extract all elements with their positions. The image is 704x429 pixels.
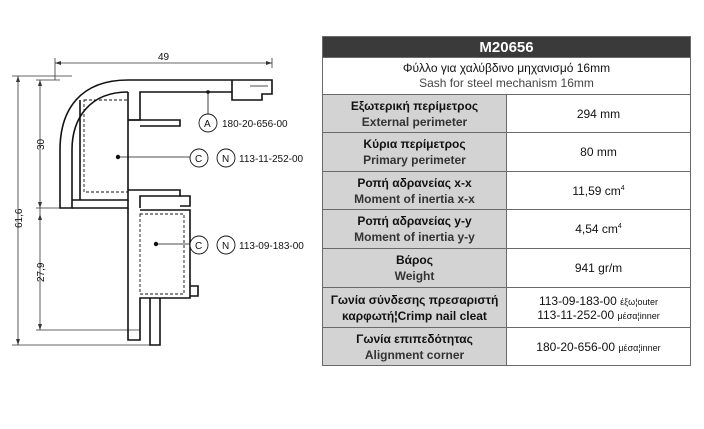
label-greek: Κύρια περίμετρος	[363, 137, 466, 151]
spec-value: 941 gr/m	[506, 248, 691, 288]
label-greek: Γωνία επιπεδότητας	[356, 331, 473, 346]
callout-a-code: 180-20-656-00	[222, 119, 288, 130]
spec-value: 80 mm	[506, 132, 691, 172]
label-english: Moment of inertia y-y	[354, 230, 475, 244]
callout-c2-code: 113-09-183-00	[239, 241, 304, 252]
spec-value-exponent: 4	[617, 223, 622, 230]
spec-row: Εξωτερική περίμετρος External perimeter …	[322, 94, 691, 133]
label-english: External perimeter	[361, 114, 468, 129]
title-row: Φύλλο για χαλύβδινο μηχανισμό 16mm Sash …	[322, 57, 691, 95]
dim-top-label: 30	[36, 138, 47, 150]
title-greek: Φύλλο για χαλύβδινο μηχανισμό 16mm	[402, 61, 611, 75]
label-greek: Γωνία σύνδεσης πρεσαριστή	[330, 292, 499, 307]
alignment-row: Γωνία επιπεδότητας Alignment corner 180-…	[322, 327, 691, 366]
spec-value-exponent: 4	[620, 184, 625, 192]
callout-crimp-outer: C N 113-09-183-00	[156, 235, 304, 255]
height-total-dimension: 61,6	[12, 75, 150, 346]
callout-a-letter: A	[204, 119, 211, 130]
dim-width-label: 49	[158, 52, 170, 63]
title-english: Sash for steel mechanism 16mm	[419, 76, 594, 90]
crimp-row: Γωνία σύνδεσης πρεσαριστή καρφωτή¦Crimp …	[322, 287, 691, 328]
label-greek: Ροπή αδρανείας x-x	[357, 175, 472, 190]
label-greek: Βάρος	[395, 253, 434, 267]
spec-value: 4,54 cm	[575, 222, 618, 236]
label-mixed: καρφωτή¦Crimp nail cleat	[342, 308, 487, 323]
label-greek: Ροπή αδρανείας y-y	[357, 214, 472, 228]
spec-row: Βάρος Weight 941 gr/m	[322, 248, 691, 288]
label-english: Weight	[394, 269, 435, 283]
callout-n2-letter: N	[222, 241, 229, 252]
width-dimension: 49	[54, 52, 273, 80]
product-code: M20656	[322, 36, 691, 58]
spec-row: Ροπή αδρανείας x-x Moment of inertia x-x…	[322, 171, 691, 210]
height-bottom-dimension: 27,9	[36, 208, 140, 331]
callout-alignment: A 180-20-656-00	[198, 92, 288, 133]
spec-row: Κύρια περίμετρος Primary perimeter 80 mm	[322, 132, 691, 172]
spec-row: Ροπή αδρανείας y-y Moment of inertia y-y…	[322, 209, 691, 249]
callout-n1-letter: N	[222, 154, 229, 165]
height-top-dimension: 30	[36, 79, 70, 209]
crimp-inner-code: 113-11-252-00	[537, 307, 615, 322]
dim-bottom-label: 27,9	[36, 262, 47, 282]
sash-profile	[59, 79, 273, 346]
label-english: Moment of inertia x-x	[354, 191, 475, 206]
label-greek: Εξωτερική περίμετρος	[350, 98, 479, 113]
alignment-code: 180-20-656-00	[536, 339, 616, 354]
spec-table: M20656 Φύλλο για χαλύβδινο μηχανισμό 16m…	[322, 36, 691, 366]
callout-crimp-inner: C N 113-11-252-00	[118, 148, 304, 168]
label-english: Alignment corner	[364, 347, 465, 362]
spec-value: 294 mm	[506, 94, 691, 133]
profile-drawing: 49 61,6 30 27,9	[12, 52, 304, 346]
spec-value: 11,59 cm	[572, 183, 621, 198]
dim-total-label: 61,6	[14, 208, 25, 228]
code-row: M20656	[322, 36, 691, 58]
label-english: Primary perimeter	[363, 153, 466, 167]
callout-c1-code: 113-11-252-00	[239, 154, 304, 165]
callout-c2-letter: C	[195, 241, 202, 252]
crimp-outer-note: έξω¦outer	[620, 296, 659, 307]
callout-c1-letter: C	[195, 154, 202, 165]
crimp-inner-note: μέσα¦inner	[617, 310, 660, 321]
crimp-outer-code: 113-09-183-00	[538, 293, 617, 308]
alignment-note: μέσα¦inner	[618, 342, 661, 353]
